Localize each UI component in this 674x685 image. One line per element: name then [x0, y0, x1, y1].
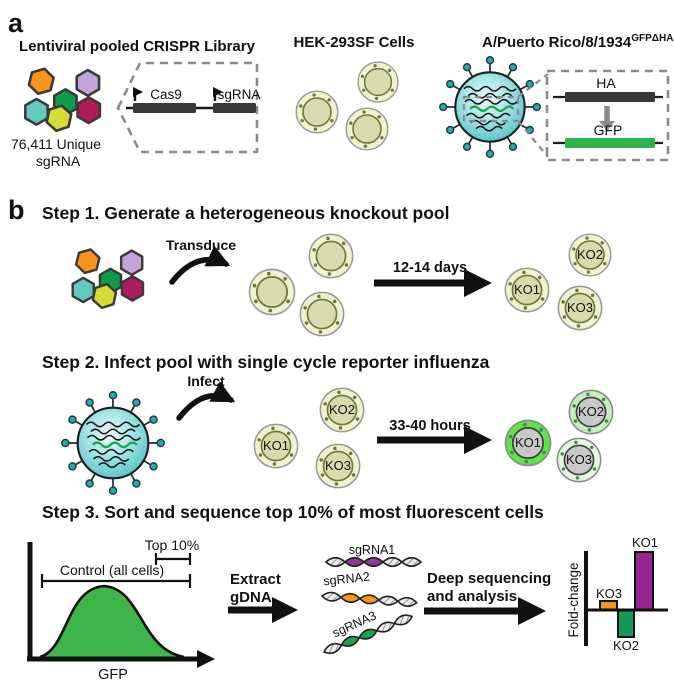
- ko3-label: KO3: [566, 452, 592, 467]
- transduce-arrow-icon: [169, 245, 231, 285]
- ko3-bar-label: KO3: [596, 586, 622, 601]
- cas9-label: Cas9: [150, 87, 182, 102]
- extract-arrow-icon: [228, 597, 298, 623]
- ko1-label: KO1: [514, 282, 540, 297]
- transduce-label: Transduce: [166, 237, 236, 253]
- fold-change-axis-label: Fold-change: [566, 562, 581, 637]
- fold-change-chart: Fold-change KO3 KO2 KO1: [566, 535, 668, 653]
- ko3-label: KO3: [567, 300, 593, 315]
- virus-title-superscript: GFPΔHA: [631, 33, 673, 44]
- seq-label-line1: Deep sequencing: [427, 570, 551, 587]
- step2-duration-label: 33-40 hours: [389, 418, 470, 434]
- panel-b-label: b: [8, 195, 25, 225]
- virus-title: A/Puerto Rico/8/1934GFPΔHA: [482, 33, 673, 51]
- library-count-line1: 76,411 Unique: [11, 136, 101, 152]
- gfp-label: GFP: [594, 122, 623, 138]
- swap-arrowhead-icon: [599, 121, 615, 131]
- ko3-label: KO3: [325, 458, 351, 473]
- construct-callout: Cas9 sgRNA: [116, 61, 261, 154]
- sgrna-label: sgRNA: [218, 87, 261, 102]
- ko2-bar-label: KO2: [613, 638, 639, 653]
- library-title: Lentiviral pooled CRISPR Library: [19, 38, 256, 55]
- influenza-virion: [60, 390, 166, 496]
- sgrna-gene-bar: [213, 103, 256, 113]
- sequencing-arrow-icon: [424, 597, 546, 625]
- sgrna2-label: sgRNA2: [323, 570, 371, 589]
- hek-cell: [295, 90, 339, 134]
- gfp-histogram: GFP Top 10% Control (all cells): [27, 537, 215, 683]
- sgrna1-helix: [325, 556, 422, 568]
- hek-title: HEK-293SF Cells: [294, 34, 415, 51]
- step2-arrow-icon: [377, 426, 492, 454]
- cas9-gene-bar: [133, 103, 196, 113]
- virus-title-main: A/Puerto Rico/8/1934: [482, 34, 632, 51]
- gfp-axis-label: GFP: [98, 667, 128, 683]
- hek-cell: [345, 107, 389, 151]
- top10-label: Top 10%: [145, 537, 199, 553]
- influenza-virion: [438, 55, 542, 159]
- infect-arrow-icon: [176, 381, 236, 421]
- panel-a-label: a: [8, 8, 24, 38]
- step1-arrow-icon: [374, 269, 492, 297]
- hek-cell: [357, 61, 399, 103]
- ko1-label: KO1: [263, 438, 289, 453]
- x-axis-arrowhead-icon: [197, 650, 215, 668]
- step2-title: Step 2. Infect pool with single cycle re…: [42, 352, 490, 372]
- library-count-line2: sgRNA: [36, 153, 81, 169]
- control-gate-label: Control (all cells): [60, 562, 164, 578]
- ko2-bar: [617, 609, 635, 638]
- gfp-gene-bar: [565, 138, 655, 148]
- ko1-label: KO1: [515, 435, 541, 450]
- sgrna-library-hexagons: [73, 247, 143, 310]
- step1-duration-label: 12-14 days: [393, 260, 467, 276]
- sgrna1-label: sgRNA1: [349, 543, 396, 557]
- promoter-arrow-icon: [212, 86, 224, 101]
- step3-title: Step 3. Sort and sequence top 10% of mos…: [42, 502, 544, 522]
- extract-label-line1: Extract: [230, 571, 281, 588]
- pool-cell: [248, 268, 296, 316]
- control-gate-bracket: [40, 574, 192, 588]
- infect-label: Infect: [187, 373, 225, 389]
- top10-gate-bracket: [154, 553, 192, 565]
- ha-label: HA: [596, 75, 616, 91]
- promoter-arrow-icon: [132, 86, 144, 101]
- ko1-bar-label: KO1: [632, 535, 658, 550]
- ko1-bar: [634, 551, 654, 611]
- ha-gene-bar: [565, 92, 655, 102]
- zoom-connector-line: [517, 120, 549, 158]
- pool-cell: [308, 233, 354, 279]
- ko2-label: KO2: [578, 404, 604, 419]
- ko2-label: KO2: [329, 402, 355, 417]
- ha-gfp-swap-box: HA GFP: [545, 69, 670, 162]
- step1-title: Step 1. Generate a heterogeneous knockou…: [42, 203, 449, 223]
- pool-cell: [299, 291, 345, 337]
- seq-label-line2: and analysis: [427, 588, 517, 605]
- extract-label-line2: gDNA: [230, 589, 272, 606]
- sgrna-library-hexagons: [25, 66, 100, 133]
- sgrna2-helix: [320, 590, 418, 608]
- ko2-label: KO2: [577, 247, 603, 262]
- virus-genome-zoom-box: [462, 95, 520, 123]
